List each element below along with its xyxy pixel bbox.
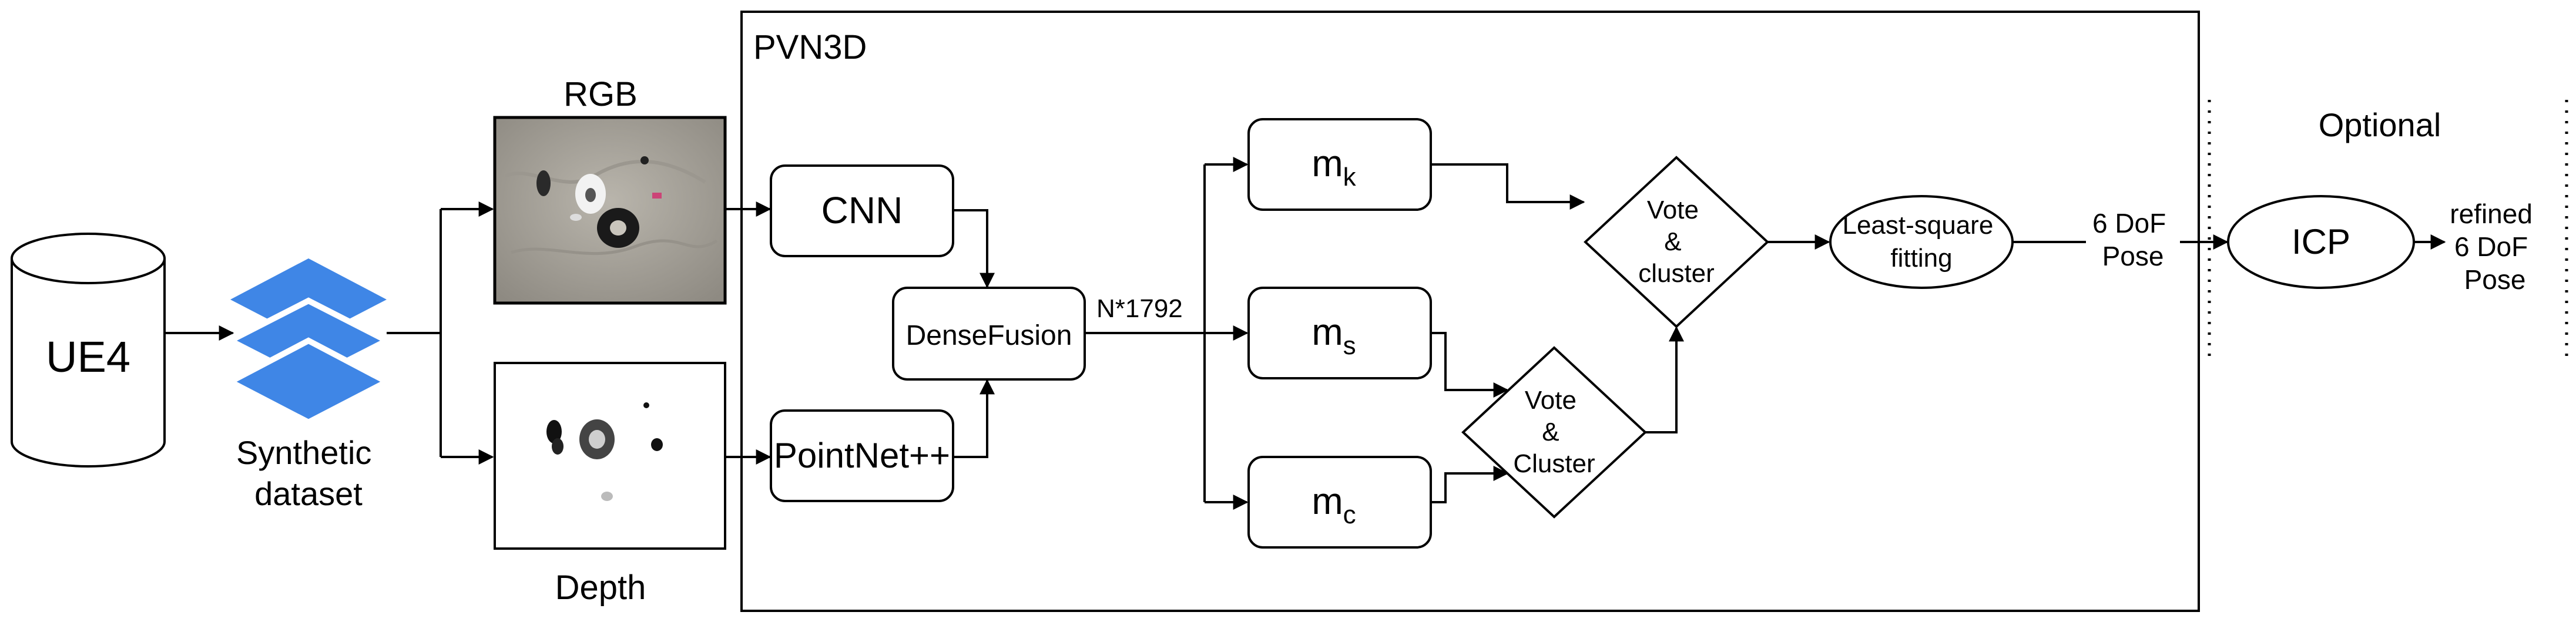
stacked-layers-icon (224, 258, 393, 426)
ms-label-sub: s (1343, 331, 1356, 360)
ms-block: ms (1247, 287, 1432, 379)
vote-cluster-2-line2: & (1542, 418, 1559, 446)
pose-output-label: 6 DoF Pose (2092, 208, 2174, 271)
ue4-label: UE4 (46, 332, 130, 381)
mc-label-sub: c (1343, 500, 1356, 529)
arrow-vote2-to-vote1 (1645, 326, 1684, 433)
cnn-label: CNN (821, 189, 903, 231)
refined-pose-line1: refined (2450, 199, 2533, 229)
mk-block: mk (1247, 118, 1432, 211)
depth-label: Depth (555, 569, 646, 607)
synthetic-dataset-label-line1: Synthetic (236, 434, 371, 471)
least-square-fitting-block: Least-square fitting (1829, 195, 2014, 289)
densefusion-label: DenseFusion (906, 320, 1072, 351)
mc-label-base: m (1312, 480, 1343, 522)
cnn-block: CNN (770, 164, 954, 257)
least-square-fitting-line1: Least-square (1842, 211, 1993, 240)
pose-output-line1: 6 DoF (2092, 208, 2166, 238)
pointnet-label: PointNet++ (774, 436, 950, 475)
synthetic-dataset-label: Synthetic dataset (236, 434, 381, 512)
refined-pose-line3: Pose (2464, 264, 2526, 295)
ms-label: ms (1312, 311, 1356, 360)
rgb-image (493, 116, 727, 305)
vote-cluster-2-line1: Vote (1525, 386, 1577, 415)
ms-label-base: m (1312, 311, 1343, 353)
rgb-label: RGB (564, 75, 638, 113)
least-square-fitting-line2: fitting (1890, 244, 1952, 273)
synthetic-dataset-label-line2: dataset (254, 475, 363, 512)
pointnet-block: PointNet++ (770, 409, 954, 502)
ue4-database: UE4 (11, 233, 166, 468)
vote-cluster-1-label: Vote & cluster (1638, 196, 1715, 288)
mk-label-sub: k (1343, 163, 1357, 191)
depth-image (494, 362, 726, 550)
mc-block: mc (1247, 456, 1432, 549)
mc-label: mc (1312, 480, 1356, 529)
icp-block: ICP (2227, 195, 2415, 289)
vote-cluster-1-line2: & (1664, 227, 1681, 256)
vote-cluster-1-block: Vote & cluster (1584, 156, 1769, 328)
feature-dimension-label: N*1792 (1096, 294, 1183, 323)
least-square-fitting-label: Least-square fitting (1842, 211, 2000, 273)
mk-label-base: m (1312, 142, 1343, 184)
pvn3d-title: PVN3D (753, 28, 867, 66)
vote-cluster-1-line1: Vote (1647, 196, 1699, 224)
cylinder-database-icon (11, 233, 166, 468)
features-to-densefusion-connectors (953, 209, 995, 458)
optional-label: Optional (2319, 106, 2441, 143)
pose-output-line2: Pose (2102, 241, 2164, 271)
arrow-mc-to-vote2 (1431, 466, 1509, 503)
densefusion-block: DenseFusion (892, 287, 1086, 381)
vote-cluster-2-block: Vote & Cluster (1461, 346, 1647, 519)
densefusion-branch-connectors (1085, 157, 1249, 510)
dataset-split-connector (387, 201, 494, 465)
refined-pose-label: refined 6 DoF Pose (2450, 199, 2540, 295)
vote-cluster-2-line3: Cluster (1513, 449, 1595, 478)
pvn3d-container (740, 11, 2200, 612)
mk-label: mk (1312, 142, 1356, 191)
vote-cluster-2-label: Vote & Cluster (1513, 386, 1595, 478)
arrow-mk-to-vote1 (1431, 163, 1585, 210)
vote-cluster-1-line3: cluster (1638, 259, 1715, 288)
arrow-ms-to-vote2 (1431, 332, 1509, 398)
icp-label: ICP (2292, 222, 2350, 261)
refined-pose-line2: 6 DoF (2454, 231, 2528, 262)
